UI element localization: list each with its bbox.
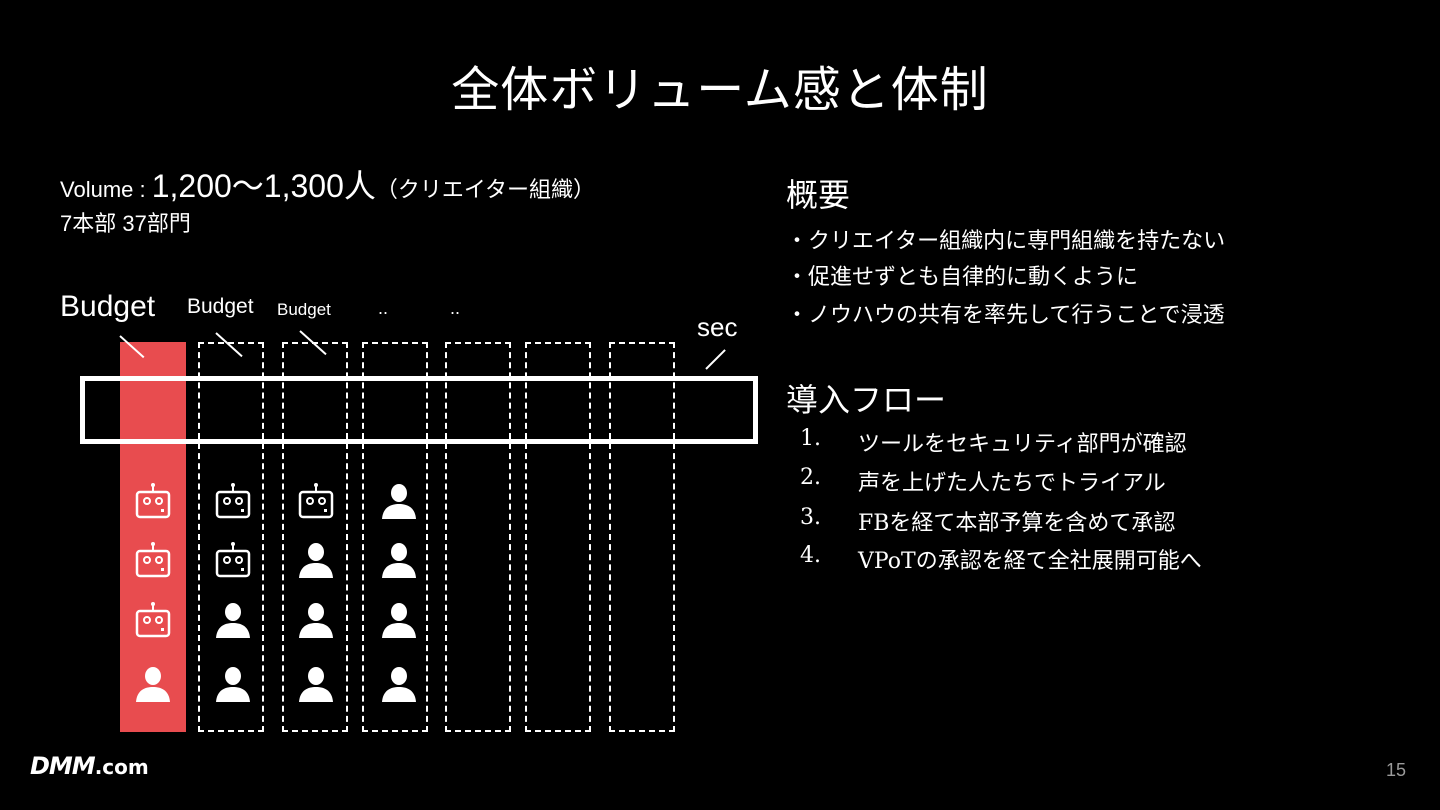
department-column (362, 342, 428, 732)
ellipsis-label: .. (378, 298, 389, 318)
person-icon (379, 481, 419, 521)
logo-main: DMM (30, 752, 96, 780)
robot-icon (133, 600, 173, 640)
flow-step-text: FBを経て本部予算を含めて承認 (858, 511, 1176, 536)
security-band (80, 376, 758, 444)
robot-icon (133, 481, 173, 521)
dmm-logo: DMM.com (30, 752, 149, 780)
volume-suffix: （クリエイター組織） (375, 177, 596, 202)
department-column (609, 342, 675, 732)
person-icon (379, 540, 419, 580)
overview-bullet: ・クリエイター組織内に専門組織を持たない (786, 229, 1226, 254)
ellipsis-label: .. (450, 298, 461, 318)
department-column (198, 342, 264, 732)
department-count: 7本部 37部門 (60, 211, 191, 236)
sec-label: sec (697, 312, 738, 342)
person-icon (213, 664, 253, 704)
person-icon (379, 664, 419, 704)
robot-icon (133, 540, 173, 580)
logo-tail: .com (94, 755, 149, 779)
flow-step-number: 3. (800, 505, 821, 530)
volume-line: Volume : 1,200～1,300人（クリエイター組織） (60, 166, 595, 213)
budget-label-secondary: Budget (187, 295, 254, 318)
overview-bullet: ・ノウハウの共有を率先して行うことで浸透 (786, 303, 1225, 328)
flow-step-text: 声を上げた人たちでトライアル (858, 471, 1166, 496)
page-number: 15 (1386, 760, 1407, 780)
person-icon (296, 600, 336, 640)
flow-step-text: VPoTの承認を経て全社展開可能へ (858, 549, 1202, 574)
flow-heading: 導入フロー (786, 381, 947, 419)
person-icon (379, 600, 419, 640)
department-column (525, 342, 591, 732)
person-icon (133, 664, 173, 704)
robot-icon (296, 481, 336, 521)
robot-icon (213, 481, 253, 521)
flow-step-number: 1. (800, 426, 821, 451)
flow-step-number: 4. (800, 543, 821, 568)
volume-label: Volume : (60, 177, 152, 202)
volume-value: 1,200～1,300人 (151, 168, 376, 204)
person-icon (296, 664, 336, 704)
person-icon (213, 600, 253, 640)
flow-step-text: ツールをセキュリティ部門が確認 (858, 432, 1187, 457)
slide-title: 全体ボリューム感と体制 (451, 62, 989, 118)
flow-step-number: 2. (800, 465, 821, 490)
overview-bullet: ・促進せずとも自律的に動くように (786, 265, 1139, 290)
budget-label-tertiary: Budget (277, 300, 331, 319)
person-icon (296, 540, 336, 580)
sec-pointer-line (705, 349, 726, 370)
robot-icon (213, 540, 253, 580)
budget-label-primary: Budget (60, 290, 156, 323)
overview-heading: 概要 (786, 176, 851, 214)
department-column (445, 342, 511, 732)
